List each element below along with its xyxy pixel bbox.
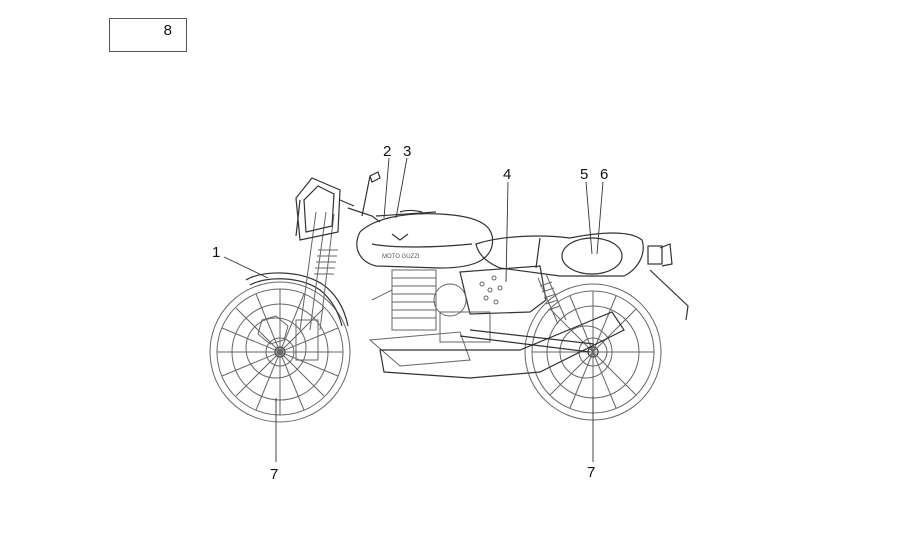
callout-3: 3: [403, 143, 411, 160]
callout-4: 4: [503, 166, 511, 183]
front-fork: [295, 211, 338, 361]
tail-light: [647, 243, 689, 321]
seat-tail-cowl: [475, 232, 644, 277]
callout-7-rear: 7: [587, 464, 595, 481]
callout-1: 1: [212, 244, 220, 261]
handlebar-mirror: [339, 171, 381, 223]
front-wheel: [209, 281, 351, 423]
tank-logo-text: MOTO GUZZI: [382, 254, 420, 260]
engine: [368, 269, 491, 367]
headlight-fairing: [295, 177, 341, 241]
leader-lines: [223, 157, 604, 462]
callout-5: 5: [580, 166, 588, 183]
exhaust-swingarm: [379, 311, 625, 379]
part-reference-box: 8: [109, 18, 187, 52]
fuel-tank: [356, 209, 494, 269]
callout-7-front: 7: [270, 466, 278, 483]
side-panel: [459, 265, 547, 315]
front-fender: [245, 272, 349, 327]
callout-2: 2: [383, 143, 391, 160]
tank-logo: MOTO GUZZI: [382, 233, 420, 260]
part-reference-number: 8: [163, 22, 172, 39]
callout-6: 6: [600, 166, 608, 183]
rear-shock: [537, 273, 567, 325]
